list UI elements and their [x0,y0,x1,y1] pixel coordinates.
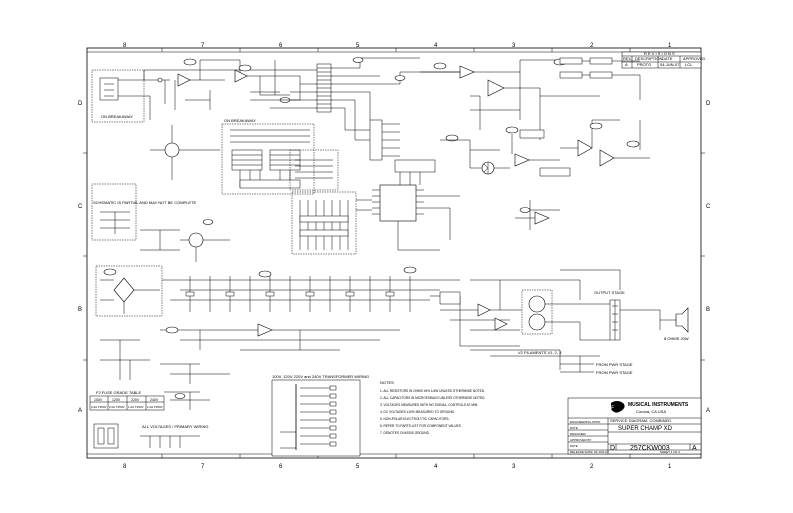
product-name: SUPER CHAMP XD [618,426,673,432]
col-label: 2 [590,43,594,49]
fuse-value: 1.0A T250V [147,405,163,409]
col-label: 7 [201,43,205,49]
tb-field: DATE [570,444,578,448]
row-label: A [706,408,710,414]
company-logo: F [611,401,625,413]
left-mid-section: SCHEMATIC IS PARTIAL AND MAY NOT BE COMP… [91,125,230,262]
speaker-label: 8 OHMS 20W [664,336,689,341]
row-label: C [706,204,711,210]
schematic-note: SCHEMATIC IS PARTIAL AND MAY NOT BE COMP… [93,200,197,205]
row-label: C [78,204,83,210]
dwg-number: 257CKW003 [630,445,670,452]
transformer-wiring: 100V, 120V 220V and 240V TRANSFORMER WIR… [271,374,369,457]
note-line: 5. NON-POLAR ELECTROLYTIC CAPACITORS. [380,417,450,421]
rev-header: APPROVED [683,56,705,61]
notes-block: NOTES 1. ALL RESISTORS IN OHMS ±5% 1/4W … [380,380,485,435]
note-line: 7. DENOTES CHASSIS GROUND. [380,431,430,435]
drawing-border [86,47,702,459]
col-label: 6 [279,43,283,49]
rev-letter: A [692,445,697,452]
all-voltages-label: ALL VOLTAGES / PRIMARY WIRING [142,424,208,429]
row-labels-left: D C B A [78,101,83,414]
center-logic [289,119,460,255]
voltage-diagram: ALL VOLTAGES / PRIMARY WIRING [93,391,210,449]
size-code: D [610,445,615,452]
col-label: 6 [279,464,283,470]
rev-cell: 04-JUN-07 [660,62,680,67]
output-stage: OUTPUT STAGE 8 OHMS 20W V2 FILAMENTS V1,… [430,269,689,375]
rev-cell: PROTO [637,62,651,67]
tb-field: APPROVED BY [570,438,592,442]
col-label: 8 [123,464,127,470]
fuse-header: 100V [94,398,103,402]
speaker-icon [675,307,689,333]
col-label: 5 [356,464,360,470]
row-label: B [78,307,82,313]
column-labels-top: 8 7 6 5 4 3 2 1 [123,43,672,49]
col-label: 3 [512,464,516,470]
row-labels-right: D C B A [706,101,711,414]
fuse-table-title: F2 FUSE GRADE TABLE [96,390,142,395]
tb-sheet: SHEET 1 OF 4 [660,450,680,454]
tb-field: DESIGNER [570,432,587,436]
fuse-header: 240V [150,398,159,402]
title-block: F MUSICAL INSTRUMENTS Corona, CA USA SER… [567,397,702,455]
from-pwr-stage-2: FROM PWR STAGE [596,370,633,375]
note-line: 3. VOLTAGES MEASURED WITH NO SIGNAL, CON… [380,403,478,407]
rev-cell: LCL [685,62,693,67]
row-label: D [78,101,83,107]
revisions-title: R E V I S I O N S [644,51,675,56]
column-labels-bottom: 8 7 6 5 4 3 2 1 [123,464,672,470]
revisions-block: R E V I S I O N S REV. DESCRIPTION DATE … [621,51,705,69]
rev-header: DATE [662,56,673,61]
transformer-title: 100V, 120V 220V and 240V TRANSFORMER WIR… [272,374,369,379]
processor-ic [379,184,417,222]
note-line: 6. REFER TO PARTS LIST FOR COMPONENT VAL… [380,424,462,428]
note-line: 1. ALL RESISTORS IN OHMS ±5% 1/4W UNLESS… [380,389,485,393]
col-label: 5 [356,43,360,49]
fuse-value: 2.0A T250V [91,405,107,409]
fuse-table: F2 FUSE GRADE TABLE 100V 120V 220V 240V … [89,390,165,411]
col-label: 2 [590,464,594,470]
col-label: 1 [668,43,672,49]
main-connector [270,57,460,140]
top-right-section [420,57,641,140]
notes-title: NOTES [380,380,394,385]
row-label: D [706,101,711,107]
tb-field: ENGINEERING APPR. [570,420,601,424]
mid-right-section [440,119,650,230]
breakaway-board: ON BREAKAWAY [221,118,315,195]
note-line: 4. DC VOLTAGES ±10% MEASURED TO GROUND. [380,410,455,414]
row-label: B [706,307,710,313]
fuse-value: 2.0A T250V [109,405,125,409]
fuse-header: 120V [112,398,121,402]
rev-cell: A [625,62,628,67]
fuse-header: 220V [131,398,140,402]
company-location: Corona, CA USA [636,409,666,414]
on-breakaway-label: ON BREAKAWAY [101,114,133,119]
col-label: 4 [434,43,438,49]
rev-header: DESCRIPTION [635,56,662,61]
col-label: 1 [668,464,672,470]
rev-header: REV. [623,56,632,61]
svg-text:F: F [611,405,615,411]
col-label: 8 [123,43,127,49]
tube-filaments-label: V2 FILAMENTS V1, 2, 3 [518,350,562,355]
input-section: ON BREAKAWAY [91,58,330,123]
tb-field: DATE [570,426,578,430]
doc-title: SERVICE DIAGRAM, COMBINED [610,418,671,423]
output-stage-label: OUTPUT STAGE [594,290,625,295]
fuse-value: 1.0A T250V [128,405,144,409]
col-label: 4 [434,464,438,470]
note-line: 2. ALL CAPACITORS IN MICROFARADS UNLESS … [380,396,485,400]
col-label: 3 [512,43,516,49]
from-pwr-stage-1: FROM PWR STAGE [596,362,633,367]
tb-release-date: RELEASE DATE: 04-JUN-07 [570,450,609,454]
row-label: A [78,408,82,414]
on-breakaway-label-2: ON BREAKAWAY [224,118,256,123]
company-name: MUSICAL INSTRUMENTS [628,402,689,408]
col-label: 7 [201,464,205,470]
power-supply [95,265,460,384]
